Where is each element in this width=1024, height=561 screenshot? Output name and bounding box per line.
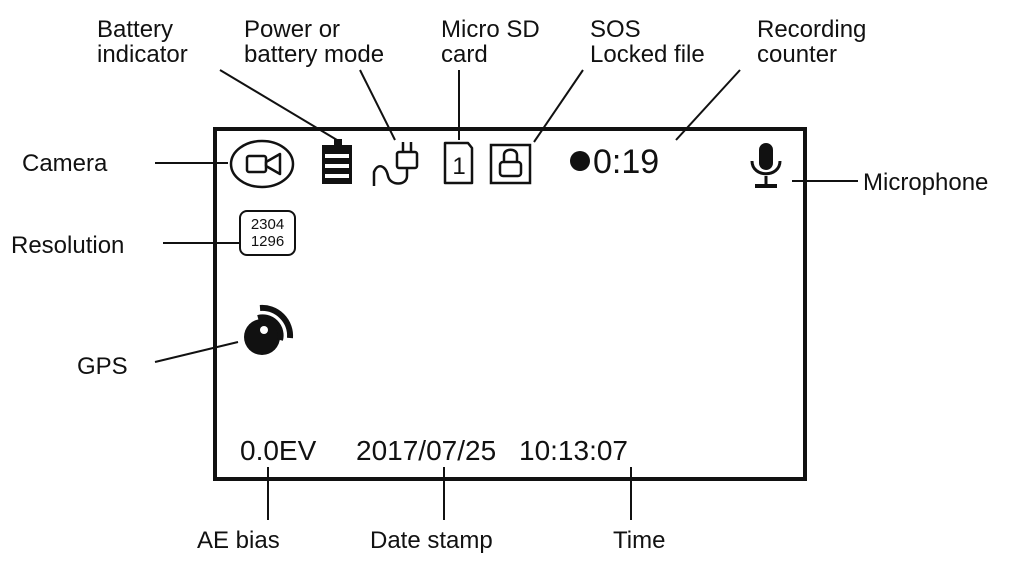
label-date-stamp: Date stamp [370,527,493,554]
label-battery-indicator-line1: Battery [97,16,174,43]
video-camera-icon [229,139,295,189]
leader-counter [675,69,741,141]
leader-battery [219,69,338,141]
recording-counter: 0:19 [570,144,659,180]
label-resolution: Resolution [11,232,125,259]
label-recording-counter-line2: counter [757,41,838,68]
date-value: 2017/07/25 [356,435,497,466]
leader-lines [154,69,858,520]
label-power-mode-line1: Power or [244,16,341,43]
ev-value: 0.0EV [240,435,317,466]
label-camera: Camera [22,150,108,177]
gps-satellite-icon [244,304,294,355]
label-microphone: Microphone [863,169,989,196]
recording-time: 0:19 [593,143,660,181]
label-battery-indicator: Battery indicator [97,17,188,67]
leader-power [359,69,396,141]
recording-dot-icon [570,151,590,171]
label-micro-sd-line1: Micro SD [441,16,540,43]
label-recording-counter-line1: Recording [757,16,867,43]
label-battery-indicator-line2: indicator [97,41,188,68]
resolution-width: 2304 [250,216,285,233]
time-value: 10:13:07 [519,435,628,466]
label-sos-line1: SOS [590,16,641,43]
label-recording-counter: Recording counter [757,17,866,67]
label-micro-sd-line2: card [441,41,488,68]
leader-sos [533,69,584,143]
label-sos-locked: SOS Locked file [590,17,705,67]
label-power-mode: Power or battery mode [244,17,384,67]
label-ae-bias: AE bias [197,527,280,554]
leader-gps [154,341,239,363]
sd-slot-number: 1 [452,153,465,180]
label-sos-line2: Locked file [590,41,705,68]
resolution-height: 1296 [250,233,285,250]
battery-icon [322,139,352,184]
power-plug-icon [372,142,419,186]
lock-icon [489,143,532,185]
screen-frame [213,127,807,481]
label-micro-sd: Micro SD card [441,17,540,67]
label-time: Time [613,527,666,554]
resolution-badge: 2304 1296 [239,210,296,256]
sd-card-icon: 1 [443,141,474,185]
label-gps: GPS [77,353,128,380]
microphone-icon [750,143,782,188]
label-power-mode-line2: battery mode [244,41,385,68]
